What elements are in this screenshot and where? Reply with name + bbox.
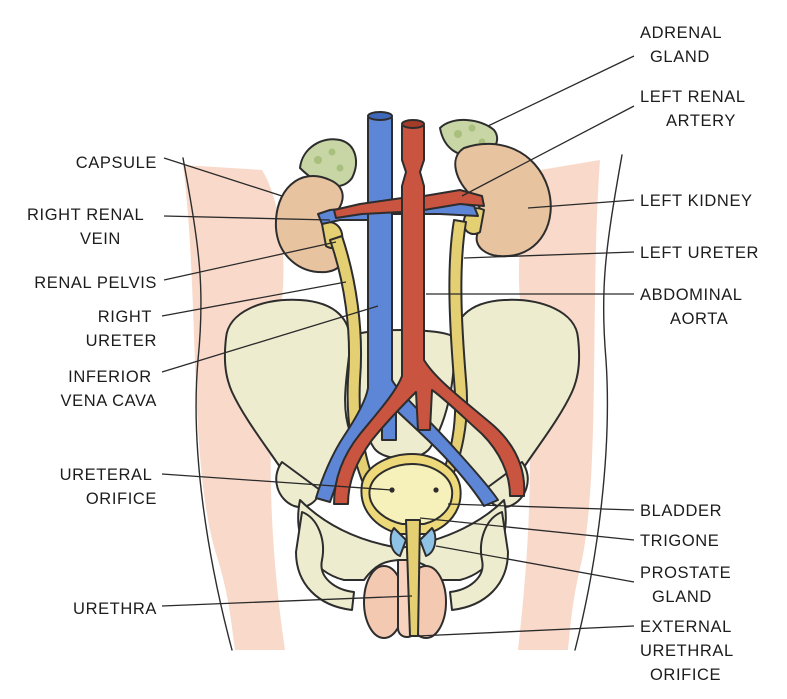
label-inferior-vena-cava: INFERIOR VENA CAVA bbox=[61, 368, 158, 410]
label-trigone: TRIGONE bbox=[640, 532, 719, 550]
torso-outline-right bbox=[574, 154, 623, 651]
label-abdominal-aorta: ABDOMINAL AORTA bbox=[640, 286, 747, 328]
label-adrenal-gland: ADRENAL GLAND bbox=[640, 24, 727, 66]
external-genitalia bbox=[363, 559, 447, 639]
left-femur-head bbox=[295, 511, 355, 611]
label-bladder: BLADDER bbox=[640, 502, 722, 520]
aorta-trunk bbox=[333, 120, 526, 505]
prostate-right-lobe bbox=[419, 527, 437, 557]
right-labels: ADRENAL GLAND LEFT RENAL ARTERY LEFT KID… bbox=[640, 24, 759, 684]
label-renal-pelvis: RENAL PELVIS bbox=[34, 274, 157, 292]
right-femur-head bbox=[449, 511, 509, 611]
abdominal-aorta bbox=[333, 119, 526, 505]
label-capsule: CAPSULE bbox=[76, 154, 157, 172]
label-left-kidney: LEFT KIDNEY bbox=[640, 192, 753, 210]
left-labels: CAPSULE RIGHT RENAL VEIN RENAL PELVIS RI… bbox=[27, 154, 158, 618]
label-ureteral-orifice: URETERAL ORIFICE bbox=[60, 466, 157, 508]
label-right-ureter: RIGHT URETER bbox=[86, 308, 157, 350]
label-urethra: URETHRA bbox=[73, 600, 157, 618]
left-ureteral-orifice-point bbox=[433, 487, 439, 493]
prostate-left-lobe bbox=[389, 527, 407, 557]
label-right-renal-vein: RIGHT RENAL VEIN bbox=[27, 206, 149, 248]
label-prostate-gland: PROSTATE GLAND bbox=[640, 564, 736, 606]
bladder-group bbox=[360, 453, 462, 637]
bladder-lumen bbox=[368, 463, 454, 525]
left-renal-artery-vessel bbox=[423, 189, 485, 211]
label-left-ureter: LEFT URETER bbox=[640, 244, 759, 262]
label-external-urethral-orifice: EXTERNAL URETHRAL ORIFICE bbox=[640, 618, 738, 684]
torso-left-side bbox=[183, 165, 285, 650]
right-renal-artery-vessel bbox=[333, 197, 403, 219]
kidneys bbox=[274, 142, 552, 274]
label-left-renal-artery: LEFT RENAL ARTERY bbox=[640, 88, 750, 130]
leader-lines bbox=[161, 55, 635, 637]
torso-outline-left bbox=[182, 157, 233, 651]
